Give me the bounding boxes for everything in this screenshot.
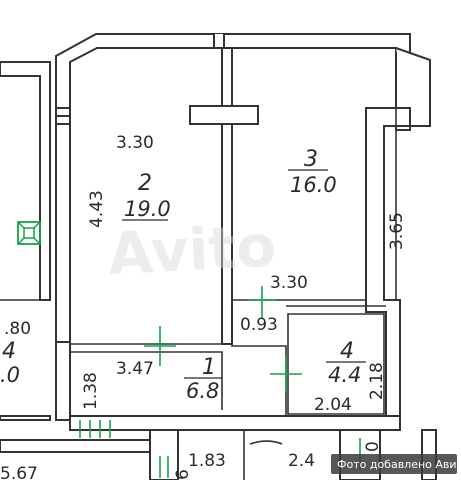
bath-depth-dim: 2.18 bbox=[367, 362, 387, 400]
photo-credit-badge: Фото добавлено Авито bbox=[331, 454, 461, 474]
room-2-number: 2 bbox=[138, 171, 152, 196]
ventilation-icon bbox=[17, 221, 41, 245]
door-markers bbox=[79, 286, 361, 478]
bottom-mid-dim-partial: 1.83 bbox=[188, 451, 226, 471]
left-room-area-partial: .0 bbox=[0, 363, 20, 387]
hall-walls bbox=[55, 341, 401, 431]
bath-width-dim: 2.04 bbox=[314, 395, 352, 415]
left-apartment-walls bbox=[0, 61, 51, 421]
room-1-number: 1 bbox=[202, 355, 216, 380]
central-partition bbox=[189, 47, 259, 345]
bottom-right-small-partial: 0 bbox=[363, 441, 383, 452]
room-2-width-dim: 3.30 bbox=[116, 133, 154, 153]
bottom-mid-small-partial: 6 bbox=[173, 469, 193, 480]
hall-width-dim: 3.47 bbox=[116, 359, 154, 379]
room-2-walls bbox=[55, 48, 223, 345]
photo-credit-text: Фото добавлено Авито bbox=[337, 458, 461, 471]
hall-depth-dim: 1.38 bbox=[81, 372, 101, 410]
room-3-area: 16.0 bbox=[290, 173, 337, 197]
left-room-number-partial: 4 bbox=[2, 339, 16, 364]
room-2-area: 19.0 bbox=[124, 197, 171, 221]
room-4-area: 4.4 bbox=[328, 363, 361, 387]
room-4-number: 4 bbox=[340, 339, 354, 364]
closet-width-dim: 0.93 bbox=[240, 315, 278, 335]
room-3-number: 3 bbox=[304, 147, 318, 172]
bottom-left-dim-partial: 5.67 bbox=[0, 464, 38, 480]
watermark: Avito bbox=[106, 212, 277, 289]
room-3-width-dim: 3.30 bbox=[270, 273, 308, 293]
room-3-depth-dim: 3.65 bbox=[387, 212, 407, 250]
left-dim-partial: .80 bbox=[4, 319, 31, 339]
room-1-area: 6.8 bbox=[186, 379, 219, 403]
bottom-right-dim-partial: 2.4 bbox=[288, 451, 315, 471]
room-2-depth-dim: 4.43 bbox=[87, 190, 107, 228]
